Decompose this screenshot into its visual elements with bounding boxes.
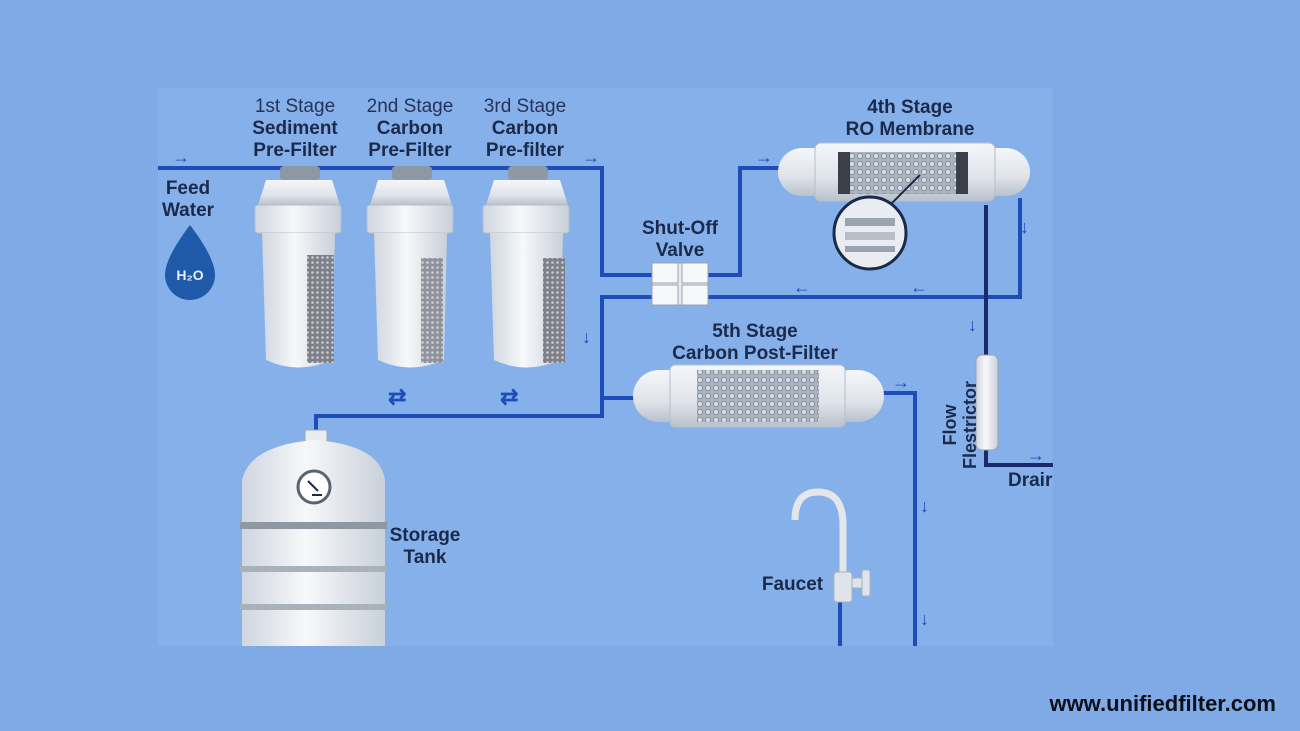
flow-arrow-drain: ↓ bbox=[968, 315, 977, 335]
website-watermark: www.unifiedfilter.com bbox=[1049, 691, 1276, 716]
flow-arrow-return-1: ← bbox=[910, 277, 928, 297]
pipes bbox=[158, 166, 1022, 646]
valve-to-ro-pipe bbox=[705, 166, 780, 277]
drain-label: Drair bbox=[1008, 470, 1053, 491]
flow-arrow-faucet-2: ↓ bbox=[920, 609, 929, 629]
flow-arrow-return-2: ← bbox=[793, 277, 811, 297]
flow-arrow-ro-out: ↓ bbox=[1020, 217, 1029, 237]
storage-tank bbox=[240, 429, 387, 646]
drain-pipe bbox=[984, 205, 1053, 467]
water-drop-icon bbox=[165, 225, 215, 300]
stage2-carbon-filter bbox=[366, 166, 454, 368]
flow-arrow-ro-in: → bbox=[755, 147, 773, 167]
stage1-sediment-filter bbox=[254, 166, 342, 368]
faucet-fixture bbox=[791, 488, 871, 603]
stage4-ro-membrane bbox=[778, 142, 1030, 271]
flow-restrictor bbox=[975, 354, 999, 451]
flow-arrow-faucet-1: ↓ bbox=[920, 496, 929, 516]
flow-arrow-tank-2: ⇄ bbox=[500, 384, 519, 409]
tank-supply-pipe bbox=[314, 398, 604, 432]
feed-pipe bbox=[158, 166, 655, 277]
flow-arrow-drain-out: → bbox=[1027, 445, 1045, 465]
stage3-carbon-filter bbox=[482, 166, 570, 368]
flow-arrow-post-out: → bbox=[892, 372, 910, 392]
faucet-label: Faucet bbox=[761, 574, 824, 595]
valve-to-post-filter-pipe bbox=[600, 295, 655, 400]
flow-arrow-stage3-out: → bbox=[582, 147, 600, 167]
h2o-label: H₂O bbox=[176, 267, 204, 283]
flow-arrow-tank-1: ⇄ bbox=[388, 384, 407, 409]
post-filter-to-faucet-pipe bbox=[880, 391, 917, 646]
ro-permeate-return-pipe bbox=[705, 198, 1022, 299]
flow-arrow-feed: → bbox=[172, 147, 190, 167]
flow-arrow-down-valve: ↓ bbox=[582, 327, 591, 347]
shut-off-valve bbox=[651, 262, 709, 306]
stage5-carbon-post-filter bbox=[633, 364, 884, 428]
